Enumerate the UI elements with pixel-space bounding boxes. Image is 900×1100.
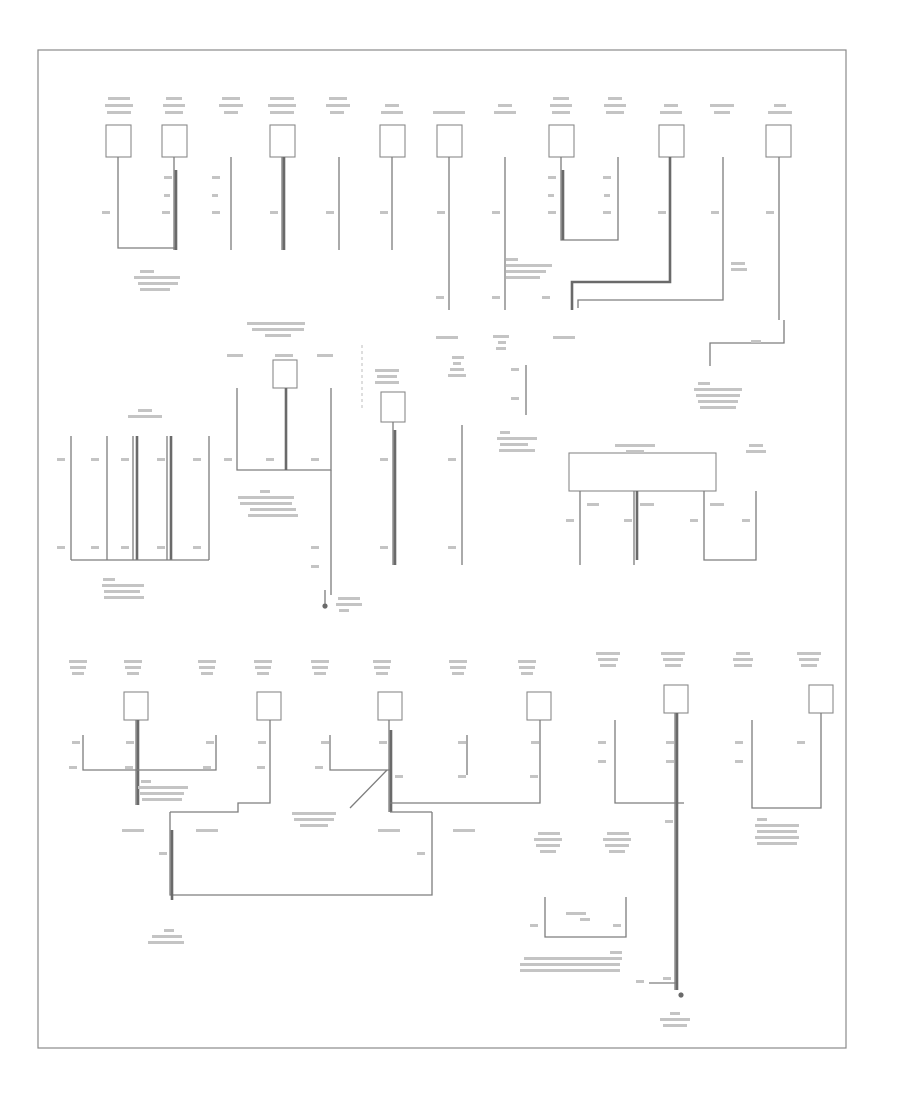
component-box	[765, 124, 792, 158]
component-box	[548, 124, 575, 158]
top-row-wires	[117, 157, 785, 366]
ground-symbol	[322, 603, 328, 609]
component-box	[269, 124, 296, 158]
component-box	[658, 124, 685, 158]
module-box	[568, 452, 717, 492]
ground-symbol	[678, 992, 684, 998]
diagram-frame	[37, 49, 847, 1049]
component-box	[380, 391, 406, 423]
component-box	[256, 691, 282, 721]
component-box	[663, 684, 689, 714]
component-box	[105, 124, 132, 158]
top-row-wire-codes	[102, 176, 774, 343]
splice-label-marks	[134, 258, 747, 409]
middle-section	[57, 322, 766, 612]
component-box	[379, 124, 406, 158]
top-row-label-marks	[105, 97, 792, 114]
component-box	[123, 691, 149, 721]
bottom-section	[69, 652, 834, 1027]
component-box	[436, 124, 463, 158]
component-box	[272, 359, 298, 389]
component-box	[808, 684, 834, 714]
top-row-components	[105, 124, 792, 158]
component-box	[161, 124, 188, 158]
component-box	[526, 691, 552, 721]
component-box	[377, 691, 403, 721]
